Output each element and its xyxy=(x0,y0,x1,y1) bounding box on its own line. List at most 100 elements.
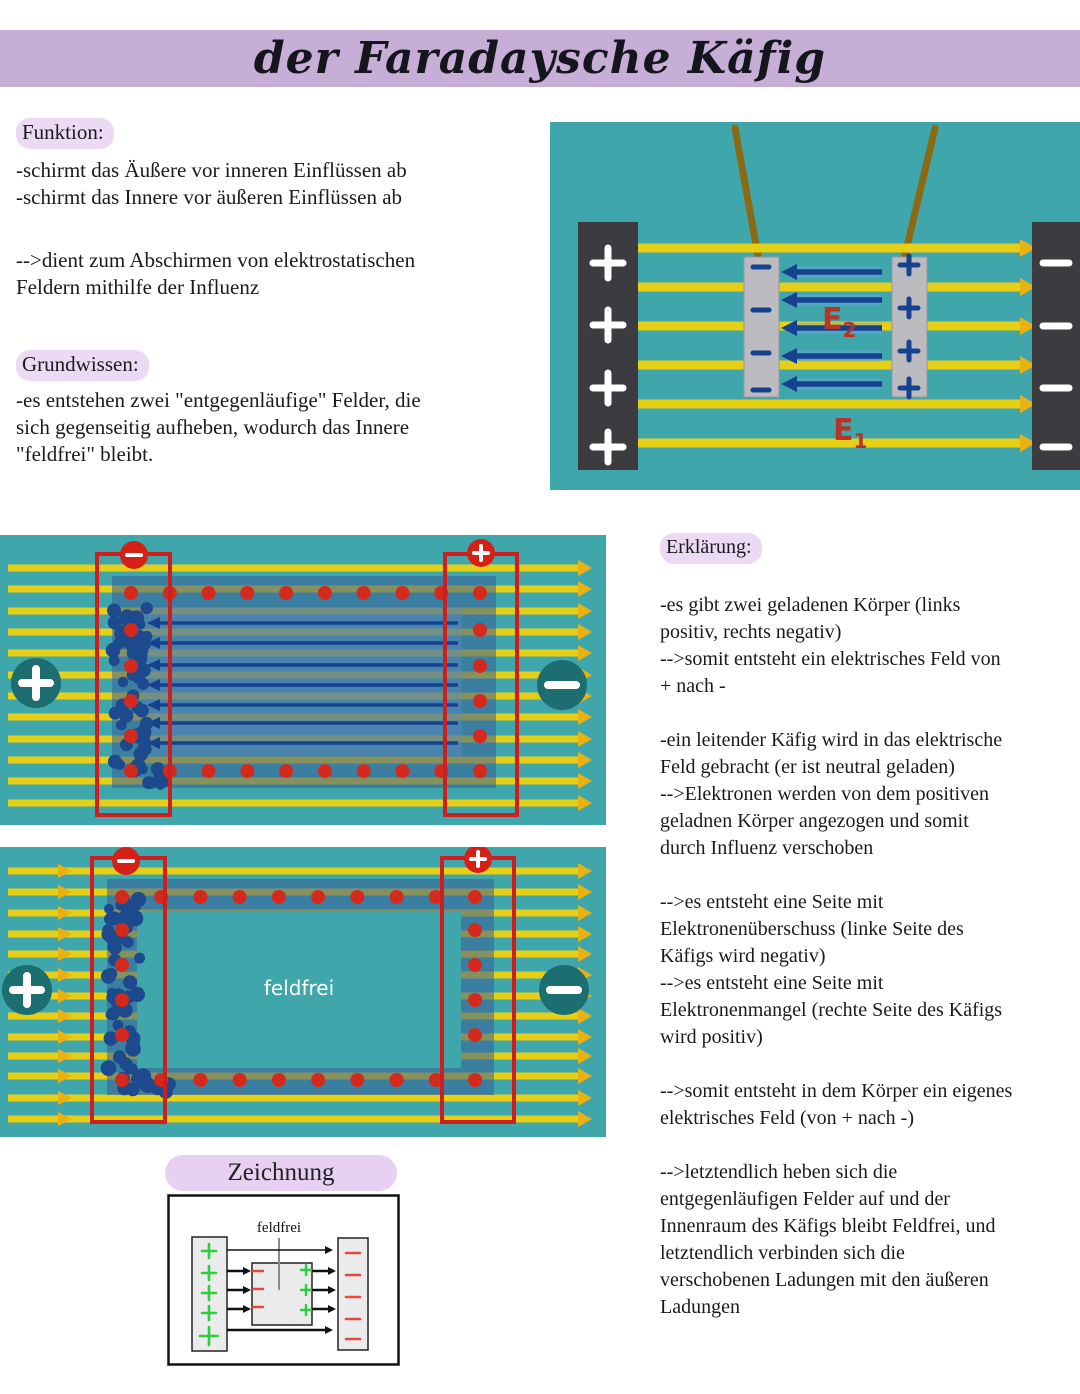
sketch-cage-box xyxy=(251,1262,313,1326)
arrow-head-icon xyxy=(1020,317,1036,335)
charge-dot xyxy=(389,890,404,904)
charge-dot xyxy=(428,890,443,904)
arrow-head-icon xyxy=(578,1068,592,1084)
charge-dot xyxy=(271,1073,286,1087)
charge-dot xyxy=(389,1073,404,1087)
arrow-head-icon xyxy=(578,645,592,661)
arrow-head-icon xyxy=(578,905,592,921)
electron-dot xyxy=(103,1031,119,1046)
charge-dot xyxy=(124,659,138,673)
grundwissen-heading: Grundwissen: xyxy=(16,350,149,381)
charge-dot xyxy=(468,923,482,937)
zeichnung-heading: Zeichnung xyxy=(227,1159,335,1186)
charge-dot xyxy=(473,659,487,673)
charge-dot xyxy=(232,890,247,904)
arrow-head-icon xyxy=(325,1246,333,1254)
zeichnung-svg: feldfrei xyxy=(167,1194,400,1366)
charge-dot xyxy=(201,586,216,600)
zeichnung-heading-pill: Zeichnung xyxy=(165,1155,397,1191)
arrow-head-icon xyxy=(328,1286,336,1294)
cage-interior xyxy=(143,608,462,756)
plus-icon xyxy=(9,972,45,1008)
electron-dot xyxy=(119,708,134,723)
charge-dot xyxy=(395,586,410,600)
electron-dot xyxy=(112,1019,124,1031)
electron-dot xyxy=(135,724,152,741)
charge-dot xyxy=(193,890,208,904)
cage-feldfrei-figure: feldfrei xyxy=(0,847,606,1137)
arrow-head-icon xyxy=(58,906,72,920)
arrow-head-icon xyxy=(578,1111,592,1127)
erklaerung-paragraph: -ein leitender Käfig wird in das elektri… xyxy=(660,729,1003,859)
arrow-head-icon xyxy=(58,968,72,982)
page-title: der Faradaysche Käfig xyxy=(253,33,827,84)
charge-dot xyxy=(311,890,326,904)
arrow-head-icon xyxy=(578,946,592,962)
arrow-head-icon xyxy=(1020,239,1036,257)
charge-dot xyxy=(124,623,138,637)
arrow-head-icon xyxy=(147,659,160,671)
arrow-head-icon xyxy=(328,1305,336,1313)
arrow-head-icon xyxy=(578,1048,592,1064)
hanger-rod xyxy=(901,124,939,259)
erklaerung-paragraph: -->es entsteht eine Seite mit Elektronen… xyxy=(660,891,1003,1048)
charge-dot xyxy=(115,958,129,972)
arrow-head-icon xyxy=(578,795,592,811)
charge-dot xyxy=(193,1073,208,1087)
charge-dot xyxy=(124,694,138,708)
arrow-head-icon xyxy=(147,637,160,649)
plus-icon xyxy=(299,1283,313,1297)
plus-icon xyxy=(897,296,921,320)
charge-dot xyxy=(428,1073,443,1087)
grundwissen-section: Grundwissen: -es entstehen zwei "entgege… xyxy=(16,350,551,468)
cage-influenz-figure xyxy=(0,535,606,825)
charge-dot xyxy=(115,993,129,1007)
arrow-head-icon xyxy=(58,864,72,878)
figure-background xyxy=(550,122,1080,490)
arrow-head-icon xyxy=(58,927,72,941)
hanger-rod xyxy=(731,124,762,260)
electron-dot xyxy=(117,676,129,688)
sketch-right-plate xyxy=(337,1237,369,1351)
arrow-head-icon xyxy=(147,679,160,691)
arrow-head-icon xyxy=(58,1030,72,1044)
electron-dot xyxy=(135,703,149,718)
arrow-head-icon xyxy=(243,1286,251,1294)
plus-icon xyxy=(897,376,921,400)
arrow-head-icon xyxy=(328,1267,336,1275)
charge-dot xyxy=(279,764,294,778)
arrow-head-icon xyxy=(58,885,72,899)
electron-dot xyxy=(145,776,158,789)
plus-icon xyxy=(469,850,487,868)
charge-dot xyxy=(468,1028,482,1042)
charge-dot xyxy=(468,1073,482,1087)
arrow-head-icon xyxy=(147,617,160,629)
electron-dot xyxy=(126,908,138,920)
arrow-head-icon xyxy=(58,989,72,1003)
electron-dot xyxy=(137,677,150,690)
arrow-head-icon xyxy=(147,737,160,749)
plus-icon xyxy=(200,1264,218,1282)
sketch-feldfrei-label: feldfrei xyxy=(257,1220,301,1236)
arrow-head-icon xyxy=(578,731,592,747)
plus-icon xyxy=(472,544,490,562)
erklaerung-heading: Erklärung: xyxy=(660,533,762,564)
charge-dot xyxy=(473,623,487,637)
charge-dot xyxy=(232,1073,247,1087)
arrow-head-icon xyxy=(58,1009,72,1023)
arrow-head-icon xyxy=(578,1029,592,1045)
plus-icon xyxy=(200,1284,218,1302)
charge-dot xyxy=(356,764,371,778)
arrow-head-icon xyxy=(781,264,797,280)
plus-icon xyxy=(897,339,921,363)
electron-dot xyxy=(123,975,138,990)
arrow-head-icon xyxy=(1020,395,1036,413)
charge-dot xyxy=(240,586,255,600)
funktion-heading: Funktion: xyxy=(16,118,114,149)
electron-dot xyxy=(101,927,116,942)
electron-dot xyxy=(127,1063,138,1075)
arrow-head-icon xyxy=(58,947,72,961)
electron-dot xyxy=(138,736,152,750)
